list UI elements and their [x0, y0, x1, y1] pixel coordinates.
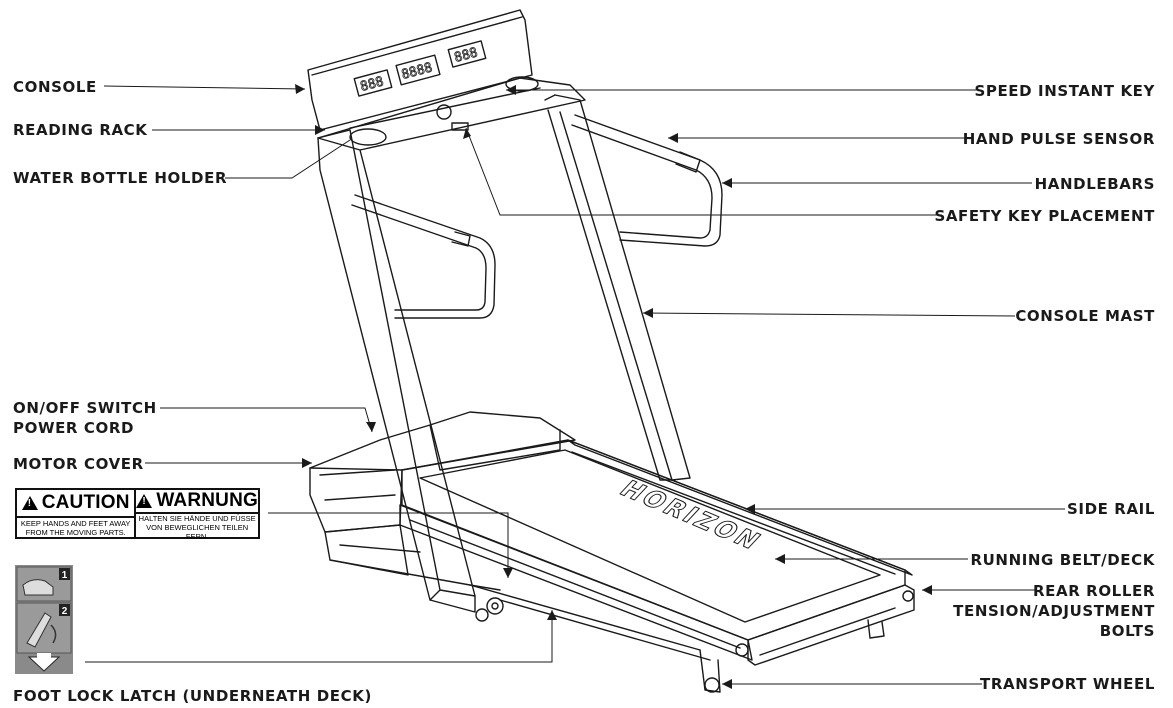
label-rear-roller-line3: BOLTS — [1099, 622, 1155, 640]
label-on-off-switch: ON/OFF SWITCH — [13, 399, 157, 417]
label-safety-key-placement: SAFETY KEY PLACEMENT — [934, 207, 1155, 225]
arrowhead — [722, 178, 732, 188]
step-2-number: 2 — [62, 606, 68, 617]
caution-title: CAUTION — [41, 492, 130, 513]
arrowhead — [503, 568, 513, 578]
warnung-line1: HALTEN SIE HÄNDE UND FÜSSE — [138, 514, 256, 523]
warning-triangle-icon — [136, 494, 153, 508]
leader-console — [103, 85, 306, 90]
console-head — [307, 9, 533, 131]
caution-header: CAUTION — [17, 490, 135, 518]
arrowhead — [775, 554, 785, 564]
arrowhead — [745, 504, 755, 514]
label-motor-cover: MOTOR COVER — [13, 455, 144, 473]
warnung-line2: VON BEWEGLICHEN TEILEN FERN. — [146, 523, 249, 541]
console-crossbar — [317, 76, 586, 151]
leader-safety-key — [465, 127, 942, 216]
foot-icon — [22, 579, 54, 596]
label-side-rail: SIDE RAIL — [1066, 500, 1155, 518]
leader-on-off — [160, 407, 373, 433]
arrowhead — [922, 585, 932, 595]
foot-lock-instruction-icon: 1 2 — [15, 565, 73, 674]
warnung-header: WARNUNG — [136, 490, 258, 514]
deck-assembly — [324, 439, 915, 693]
latch-icon — [26, 612, 52, 648]
arrowhead — [722, 679, 732, 689]
label-speed-instant-key: SPEED INSTANT KEY — [974, 82, 1155, 100]
arrowhead — [668, 133, 678, 143]
left-handlebar — [351, 194, 496, 319]
caution-column: CAUTION KEEP HANDS AND FEET AWAY FROM TH… — [17, 490, 135, 537]
label-foot-lock-latch: FOOT LOCK LATCH (UNDERNEATH DECK) — [13, 687, 372, 705]
warnung-title: WARNUNG — [156, 490, 258, 511]
label-running-belt-deck: RUNNING BELT/DECK — [970, 551, 1155, 569]
label-water-bottle-holder: WATER BOTTLE HOLDER — [13, 169, 228, 187]
caution-line1: KEEP HANDS AND FEET AWAY — [20, 518, 131, 528]
label-power-cord: POWER CORD — [13, 419, 135, 437]
warnung-column: WARNUNG HALTEN SIE HÄNDE UND FÜSSE VON B… — [134, 490, 258, 541]
leader-caution-label — [268, 512, 509, 578]
leader-water-bottle — [225, 139, 351, 179]
arrowhead — [506, 85, 516, 95]
console-display-readout: 888 — [453, 45, 480, 66]
warning-triangle-icon — [21, 496, 38, 510]
console-mast — [544, 94, 691, 481]
caution-warning-label: CAUTION KEEP HANDS AND FEET AWAY FROM TH… — [15, 488, 260, 541]
arrowhead — [315, 125, 325, 135]
label-reading-rack: READING RACK — [13, 121, 148, 139]
arrowhead — [463, 128, 471, 139]
label-console: CONSOLE — [13, 78, 97, 96]
label-transport-wheel: TRANSPORT WHEEL — [980, 675, 1155, 693]
rotate-arrow-icon — [50, 624, 57, 644]
label-console-mast: CONSOLE MAST — [1015, 307, 1155, 325]
label-rear-roller-line1: REAR ROLLER — [1033, 582, 1155, 600]
console-display-readout: 888 — [359, 74, 386, 95]
label-handlebars: HANDLEBARS — [1034, 175, 1155, 193]
leader-console-mast — [642, 312, 1016, 317]
warnung-body: HALTEN SIE HÄNDE UND FÜSSE VON BEWEGLICH… — [136, 514, 258, 541]
leader-foot-lock — [85, 610, 553, 663]
label-rear-roller-line2: TENSION/ADJUSTMENT — [953, 602, 1155, 620]
arrowhead — [366, 422, 376, 432]
arrowhead — [547, 610, 557, 620]
label-on-off-switch-power-cord: ON/OFF SWITCH POWER CORD — [13, 398, 173, 438]
left-upright — [317, 129, 476, 613]
arrowhead — [302, 458, 312, 468]
step-1-number: 1 — [62, 570, 68, 581]
caution-line2: FROM THE MOVING PARTS. — [25, 527, 126, 537]
label-hand-pulse-sensor: HAND PULSE SENSOR — [962, 130, 1155, 148]
arrowhead — [643, 308, 653, 318]
arrowhead — [295, 84, 305, 94]
label-rear-roller: REAR ROLLER TENSION/ADJUSTMENT BOLTS — [935, 581, 1155, 641]
caution-body: KEEP HANDS AND FEET AWAY FROM THE MOVING… — [17, 518, 134, 537]
